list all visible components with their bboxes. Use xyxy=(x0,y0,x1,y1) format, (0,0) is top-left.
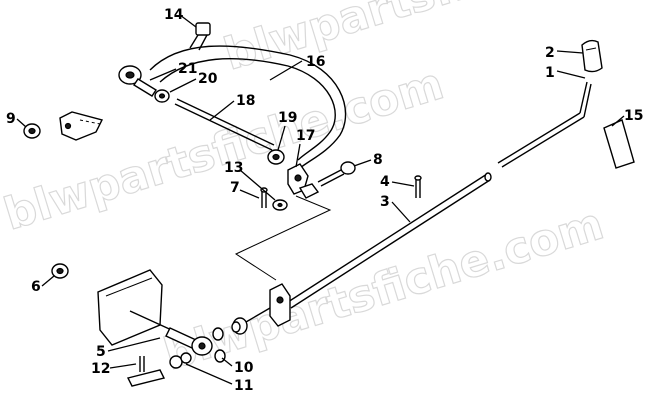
washer-part-13 xyxy=(272,199,288,211)
shaft-spacer xyxy=(231,307,271,335)
washer-part-11 xyxy=(169,352,192,369)
pin-part-7 xyxy=(260,187,268,208)
callout-14: 14 xyxy=(164,7,184,23)
callout-3: 3 xyxy=(380,194,390,210)
rod-end-lower xyxy=(191,336,213,356)
knob-part-2 xyxy=(581,39,603,73)
callout-11: 11 xyxy=(234,378,253,394)
reference-lines xyxy=(234,195,332,281)
threaded-rod-part-18 xyxy=(174,98,275,151)
callout-19: 19 xyxy=(278,110,297,126)
decal-part-15 xyxy=(603,119,635,169)
callout-9: 9 xyxy=(6,111,16,127)
clevis-pin-part-12 xyxy=(126,356,166,387)
callout-2: 2 xyxy=(545,45,555,61)
shaft-flange xyxy=(269,283,291,327)
nut-part-19 xyxy=(267,149,285,165)
nut-part-6 xyxy=(51,263,69,279)
lever-arm-part-1 xyxy=(497,81,592,168)
callout-5: 5 xyxy=(96,344,106,360)
rod-end-part-21 xyxy=(118,65,157,97)
callout-21: 21 xyxy=(178,61,197,77)
callout-8: 8 xyxy=(373,152,383,168)
clevis-part-17 xyxy=(287,163,320,199)
callout-15: 15 xyxy=(624,108,643,124)
callouts: 14 2 1 16 21 20 18 9 19 17 15 8 13 7 4 3 xyxy=(6,7,643,394)
bolt-part-14 xyxy=(189,22,211,51)
callout-18: 18 xyxy=(236,93,255,109)
callout-20: 20 xyxy=(198,71,218,87)
cable-loop xyxy=(149,45,347,169)
callout-12: 12 xyxy=(91,361,110,377)
callout-10: 10 xyxy=(234,360,254,376)
callout-13: 13 xyxy=(224,160,243,176)
cable-loop-inner xyxy=(159,58,336,161)
callout-1: 1 xyxy=(545,65,555,81)
bolt-part-8 xyxy=(317,161,356,187)
watermark-text-upper: blwpartsfiche.com xyxy=(0,58,449,240)
callout-4: 4 xyxy=(380,174,390,190)
callout-6: 6 xyxy=(31,279,41,295)
callout-7: 7 xyxy=(230,180,240,196)
callout-16: 16 xyxy=(306,54,325,70)
pin-part-4 xyxy=(414,175,422,198)
watermark-text-lower: blwpartsfiche.com xyxy=(158,198,609,380)
bracket-plate xyxy=(97,269,163,346)
washer-part-10 xyxy=(212,327,226,363)
lever-bracket xyxy=(59,111,104,141)
callout-17: 17 xyxy=(296,128,315,144)
nut-part-9 xyxy=(23,123,41,139)
shaft-part-3 xyxy=(287,172,492,309)
nut-part-20 xyxy=(154,89,170,103)
